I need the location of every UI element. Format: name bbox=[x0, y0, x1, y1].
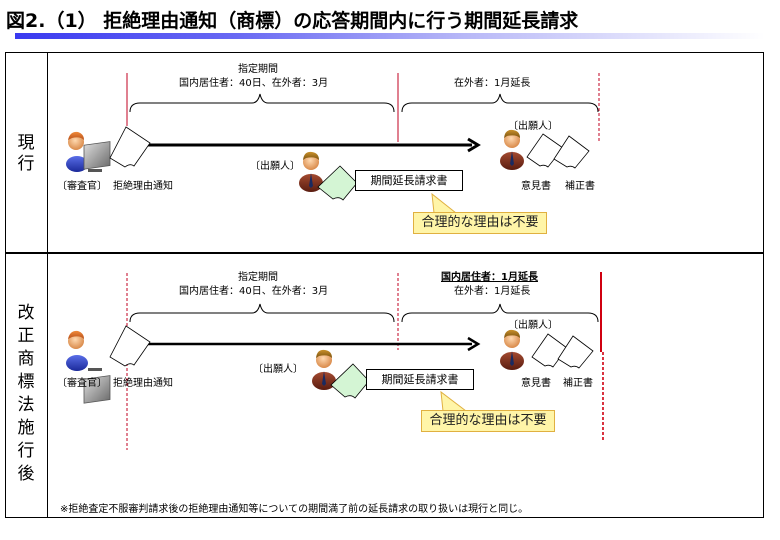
designated-period-brace bbox=[129, 303, 395, 323]
notice-document-icon bbox=[109, 126, 151, 168]
footnote: ※拒絶査定不服審判請求後の拒絶理由通知等についての期間満了前の延長請求の取り扱い… bbox=[60, 504, 529, 515]
row-label-char: 後 bbox=[17, 464, 35, 484]
row-label-char: 改 bbox=[17, 303, 35, 323]
applicant-icon-end bbox=[500, 329, 524, 370]
arrow-head-icon bbox=[467, 137, 481, 153]
designated-period-detail: 国内居住者：40日、在外者：3月 bbox=[179, 78, 329, 89]
callout-pointer bbox=[440, 390, 468, 412]
row-label-current: 現 行 bbox=[5, 133, 47, 175]
row-label-char: 商 bbox=[17, 349, 35, 369]
label-column-divider bbox=[47, 52, 48, 518]
examiner-label: 〔審査官〕 bbox=[57, 181, 107, 192]
notice-label: 拒絶理由通知 bbox=[113, 181, 173, 192]
amendment-document-icon bbox=[557, 335, 594, 369]
applicant-icon-mid bbox=[299, 151, 323, 192]
notice-document-icon bbox=[109, 325, 151, 367]
extension-period-brace bbox=[401, 303, 599, 323]
row-label-char: 標 bbox=[17, 372, 35, 392]
row-label-char: 正 bbox=[17, 326, 35, 346]
opinion-document-icon bbox=[531, 333, 568, 368]
no-reason-required-callout: 合理的な理由は不要 bbox=[413, 212, 547, 234]
designated-period-label: 指定期間 bbox=[238, 64, 278, 75]
opinion-document-icon bbox=[526, 133, 564, 168]
notice-label: 拒絶理由通知 bbox=[113, 378, 173, 389]
request-document-icon bbox=[317, 165, 358, 201]
row-revised-diagram bbox=[66, 272, 604, 450]
extension-label: 在外者：1月延長 bbox=[454, 286, 531, 297]
designated-period-detail: 国内居住者：40日、在外者：3月 bbox=[179, 286, 329, 297]
row-current-diagram bbox=[66, 73, 600, 214]
row-divider bbox=[5, 252, 764, 254]
request-document-icon bbox=[330, 363, 370, 399]
row-label-revised: 改 正 商 標 法 施 行 後 bbox=[5, 302, 47, 486]
arrow-head-icon bbox=[467, 336, 481, 352]
row-label-char: 法 bbox=[17, 395, 35, 415]
opinion-label: 意見書 bbox=[521, 181, 551, 192]
examiner-label: 〔審査官〕 bbox=[57, 378, 107, 389]
applicant-label-end: 〔出願人〕 bbox=[508, 121, 558, 132]
row-label-char: 行 bbox=[17, 441, 35, 461]
comparison-table bbox=[5, 52, 764, 518]
amendment-label: 補正書 bbox=[565, 181, 595, 192]
applicant-icon-mid bbox=[312, 349, 336, 390]
applicant-label-end: 〔出願人〕 bbox=[508, 320, 558, 331]
extension-period-brace bbox=[401, 93, 599, 113]
examiner-icon bbox=[66, 131, 111, 172]
row-label-char: 行 bbox=[17, 154, 35, 174]
amendment-label: 補正書 bbox=[563, 378, 593, 389]
no-reason-required-callout: 合理的な理由は不要 bbox=[421, 410, 555, 432]
opinion-label: 意見書 bbox=[521, 378, 551, 389]
domestic-extension-label: 国内居住者：1月延長 bbox=[441, 272, 538, 283]
examiner-icon bbox=[66, 330, 111, 404]
extension-label: 在外者：1月延長 bbox=[454, 78, 531, 89]
extension-request-box: 期間延長請求書 bbox=[366, 369, 474, 390]
row-label-char: 施 bbox=[17, 418, 35, 438]
figure-title: 図2.（1） 拒絶理由通知（商標）の応答期間内に行う期間延長請求 bbox=[6, 10, 579, 32]
designated-period-label: 指定期間 bbox=[238, 272, 278, 283]
extension-request-box: 期間延長請求書 bbox=[355, 170, 463, 191]
applicant-label-mid: 〔出願人〕 bbox=[253, 364, 303, 375]
amendment-document-icon bbox=[553, 135, 590, 169]
row-label-char: 現 bbox=[17, 133, 35, 153]
title-underline-bar bbox=[15, 33, 765, 39]
designated-period-brace bbox=[129, 93, 395, 113]
applicant-label-mid: 〔出願人〕 bbox=[250, 161, 300, 172]
callout-pointer bbox=[431, 192, 458, 214]
applicant-icon-end bbox=[500, 129, 524, 170]
